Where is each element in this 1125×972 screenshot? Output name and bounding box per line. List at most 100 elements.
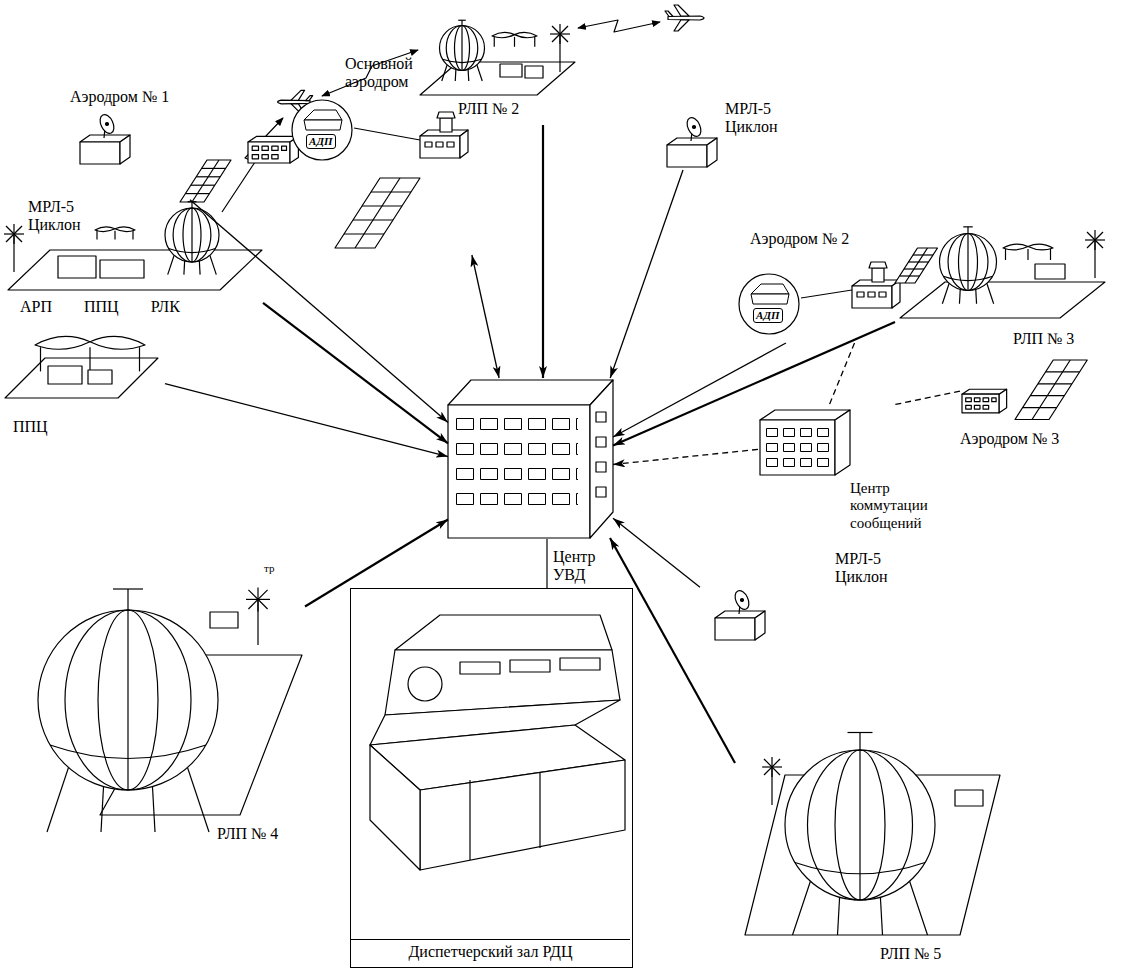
atc-center: Центр УВД [448,378,613,538]
node-label: Аэродром № 1 [70,88,169,106]
radar-post: РЛП № 5 [735,740,1005,970]
node-label: АДП [306,134,336,149]
radar-post: РЛП № 3 [895,225,1110,350]
runway [1015,360,1087,420]
connector [263,303,448,443]
airport-building [962,389,1007,413]
equipment-cabin [210,612,238,628]
equipment-cabin [1035,264,1065,279]
message-switching-center: Центр коммутации сообщений [758,405,943,550]
console-cabinet [370,745,420,870]
building-windows [766,428,832,472]
console-door [469,780,470,860]
node-label: ППЦ [13,418,48,436]
console-door [539,772,540,848]
radio-link [578,20,660,32]
bracket-line [546,539,547,588]
connector [472,255,499,378]
airfield: Аэродром № 2 АДП [730,228,895,343]
equipment-cabin [955,790,983,806]
circle-outline [737,272,801,336]
center-window [596,462,606,472]
circle-outline [739,274,799,334]
text-slot: Аэродром № 1 [70,88,169,106]
node-label: РЛП № 4 [217,825,278,843]
main-airfield: Основной аэродромАДП [285,55,480,255]
text-slot: АДП [306,134,336,149]
console-symbol [304,110,342,120]
radar-antenna [95,227,135,240]
node-label: РЛП № 5 [880,945,941,963]
leader-line [801,290,852,298]
equipment-cabin [500,64,522,77]
dispatch-point-circle: АДП [737,272,801,336]
text-slot: РЛП № 5 [880,945,941,963]
radome [165,202,219,275]
text-slot: МРЛ-5 Циклон [835,550,901,587]
node-label: Диспетчерский зал РДЦ [351,939,630,964]
dispatch-point-circle: АДП [290,98,354,162]
center-facade [448,405,590,538]
runway [335,178,420,248]
radar-platform [420,62,575,95]
radio-antenna [246,587,270,645]
text-slot: МРЛ-5 Циклон [28,198,94,235]
console-symbol [751,294,789,304]
weather-radar-icon [715,588,765,640]
control-room-box: Диспетчерский зал РДЦ [350,588,633,968]
radar-post: РЛП № 2 [420,0,570,125]
equipment-cabin [58,256,96,278]
airport-building [248,136,298,163]
connector [305,519,448,606]
radio-antenna [762,757,782,805]
text-slot: РЛП № 4 [217,825,278,843]
equipment-cabin [525,66,543,78]
console-hood [395,615,612,650]
annotation-label: тр [264,562,274,574]
airfield: Аэродром № 3 [960,352,1105,452]
connector [610,538,735,763]
radio-link [222,118,283,212]
connector [165,384,448,457]
airfield-weather-radar: Аэродром № 1 МРЛ-5 Циклон [20,88,190,245]
node-label: МРЛ-5 Циклон [835,550,901,587]
connector [610,170,683,378]
console-keys [460,662,500,674]
console-keys [510,660,550,672]
console-keys [560,658,600,670]
equipment-cabin [100,260,144,278]
connector [613,343,786,437]
node-label: РЛП № 2 [458,100,519,118]
text-slot: ППЦ [13,418,48,436]
circle-outline [290,98,354,162]
weather-radar-icon [80,112,130,164]
radar-platform [8,250,262,290]
node-label: АРП ППЦ РЛК [20,298,180,316]
console-screen [408,667,442,701]
node-label: Аэродром № 3 [960,430,1059,448]
radio-antenna [4,224,24,272]
circle-outline [292,100,352,160]
node-label: АДП [753,308,783,323]
weather-radar: МРЛ-5 Циклон [665,95,805,170]
connector [190,200,448,423]
radome [38,589,218,832]
center-window [596,487,606,497]
node-label: Аэродром № 2 [750,230,849,248]
secondary-radar: ППЦ [5,330,165,445]
node-label: РЛП № 3 [1013,330,1074,348]
text-slot: АДП [753,308,783,323]
control-tower [852,262,900,308]
radar-post: РЛП № 4 [35,535,305,855]
text-slot: РЛП № 2 [458,100,519,118]
radar-antenna [1003,244,1053,260]
text-slot: Центр коммутации сообщений [850,480,942,532]
console-symbol [751,284,789,294]
connector [542,125,544,378]
aircraft [665,5,704,31]
node-label: МРЛ-5 Циклон [725,100,791,137]
radio-antenna [550,24,570,72]
text-slot: МРЛ-5 Циклон [725,100,791,137]
text-slot: Аэродром № 2 [750,230,849,248]
